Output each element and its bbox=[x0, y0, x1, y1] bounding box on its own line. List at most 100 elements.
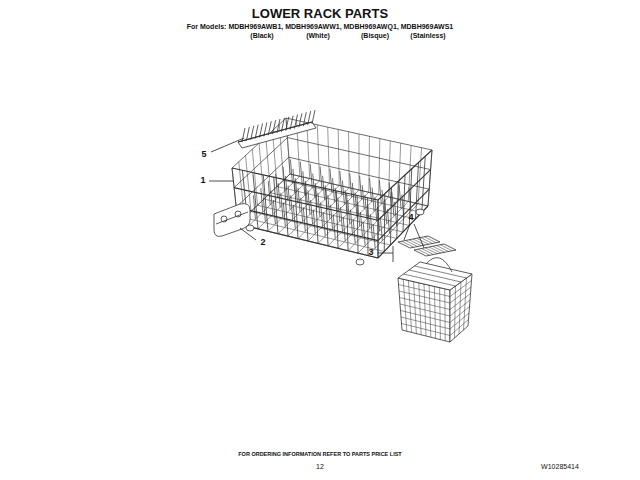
rack-rim bbox=[378, 189, 429, 240]
rack-tine bbox=[303, 207, 305, 231]
rack-tine bbox=[308, 190, 310, 214]
basket-divider bbox=[409, 270, 461, 282]
rack-rim bbox=[238, 224, 378, 258]
rack-wire bbox=[263, 175, 268, 231]
silverware-basket bbox=[398, 258, 472, 342]
rack-tine bbox=[290, 159, 292, 183]
rack-wire bbox=[384, 194, 386, 252]
cover-slot bbox=[429, 247, 441, 253]
rack-tine bbox=[348, 200, 350, 224]
basket-divider bbox=[415, 266, 467, 278]
leader-line bbox=[209, 181, 234, 182]
rack-tine bbox=[333, 215, 335, 239]
rack-wire bbox=[378, 200, 379, 258]
page-number: 12 bbox=[316, 463, 324, 471]
rack-tine bbox=[298, 188, 300, 212]
callout-number: 5 bbox=[201, 150, 206, 160]
rack-wire bbox=[348, 132, 350, 188]
basket-wire bbox=[400, 298, 451, 310]
rack-wire bbox=[315, 186, 318, 243]
rack-tine bbox=[355, 193, 357, 217]
rack-tine bbox=[291, 195, 293, 219]
rack-tine bbox=[331, 205, 333, 229]
rack-tine bbox=[263, 198, 265, 222]
cover-slot bbox=[406, 241, 418, 247]
rack-tine bbox=[375, 197, 377, 221]
rack-wire bbox=[422, 156, 426, 212]
rack-tine bbox=[283, 202, 285, 226]
callout-number: 1 bbox=[200, 176, 205, 186]
rack-tine bbox=[373, 224, 375, 248]
rack-tine bbox=[358, 202, 360, 226]
clip-edge bbox=[216, 212, 248, 224]
rack-rim bbox=[236, 157, 289, 207]
cover-slot bbox=[418, 249, 430, 255]
tine-bar bbox=[238, 122, 316, 148]
rack-wire bbox=[357, 195, 359, 253]
cover-slot bbox=[402, 241, 414, 247]
rack-wheel bbox=[416, 209, 424, 215]
tine-row bbox=[238, 110, 316, 148]
basket-wire bbox=[401, 317, 450, 329]
callout-number: 2 bbox=[260, 238, 265, 248]
tine-bar-edge bbox=[238, 122, 312, 142]
leader-line bbox=[404, 224, 424, 248]
rack-wire bbox=[418, 148, 421, 204]
rack-tine bbox=[311, 200, 313, 224]
rack-rim bbox=[234, 188, 378, 221]
footer-note: FOR ORDERING INFORMATION REFER TO PARTS … bbox=[238, 451, 401, 457]
rack-tine bbox=[323, 212, 325, 236]
rack-rim bbox=[378, 150, 432, 200]
rack-tine bbox=[370, 214, 372, 238]
basket-wire bbox=[399, 285, 451, 297]
rack-wheel bbox=[356, 259, 364, 265]
rack-tine bbox=[278, 183, 280, 207]
rack-tine bbox=[293, 205, 295, 229]
basket-wire bbox=[464, 278, 467, 330]
basket-divider bbox=[404, 274, 456, 286]
page-title: LOWER RACK PARTS bbox=[252, 7, 388, 21]
rack-wire bbox=[295, 182, 298, 239]
leader-line bbox=[378, 246, 393, 262]
rack-rim bbox=[289, 157, 429, 189]
rack-tine bbox=[281, 193, 283, 217]
rack-wire bbox=[428, 150, 432, 206]
basket-wire bbox=[455, 286, 456, 338]
rack-wire bbox=[288, 185, 339, 236]
basket-wire bbox=[402, 324, 451, 336]
rack-wire bbox=[338, 129, 339, 185]
rack-tine bbox=[273, 200, 275, 224]
rack-wire bbox=[397, 181, 399, 238]
rack-rim bbox=[287, 138, 430, 170]
rack-tine bbox=[360, 212, 362, 236]
rack-wire bbox=[359, 134, 360, 190]
cover-slot bbox=[440, 245, 452, 251]
rack-tine bbox=[382, 190, 384, 214]
tine bbox=[312, 110, 315, 124]
rack-wire bbox=[328, 195, 379, 246]
rack-tine bbox=[313, 210, 315, 234]
cover-slot bbox=[433, 246, 445, 252]
basket-wire bbox=[399, 291, 450, 303]
rack-tine bbox=[321, 202, 323, 226]
rack-rim bbox=[290, 174, 428, 206]
rack-wire bbox=[305, 184, 308, 241]
color-name: (Black) bbox=[250, 32, 273, 40]
rack-wire bbox=[284, 179, 288, 236]
rack-wire bbox=[391, 188, 392, 246]
document-number: W10285414 bbox=[541, 463, 579, 471]
cover-slot bbox=[422, 249, 434, 255]
cover-slot bbox=[409, 240, 421, 246]
rack-wire bbox=[428, 150, 432, 206]
rack-tine bbox=[271, 190, 273, 214]
rack-wire bbox=[336, 191, 338, 248]
rack-wire bbox=[317, 125, 319, 181]
basket-wire bbox=[400, 304, 450, 316]
rack-wire bbox=[266, 137, 271, 193]
rack-wire bbox=[318, 192, 369, 243]
basket-cover bbox=[414, 244, 456, 256]
leader-line bbox=[240, 228, 256, 240]
rack-tine bbox=[365, 195, 367, 219]
rack-tine bbox=[328, 195, 330, 219]
